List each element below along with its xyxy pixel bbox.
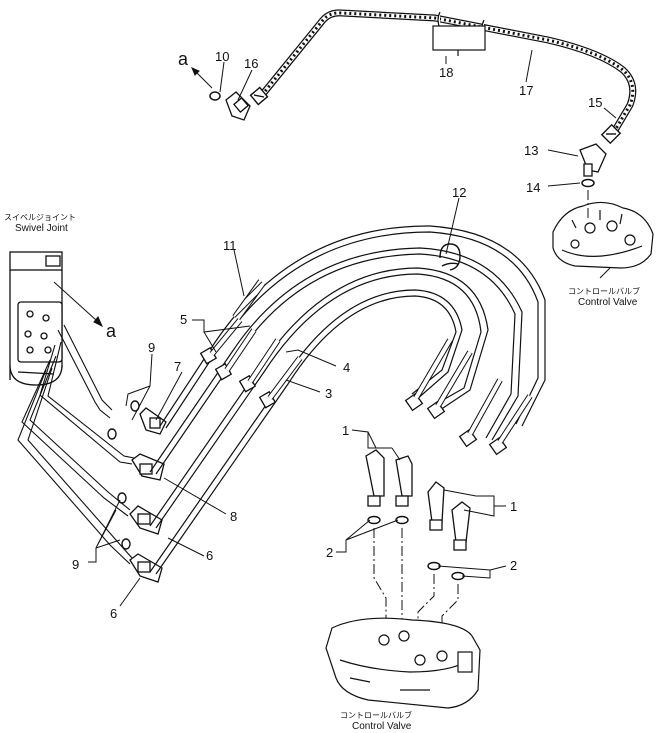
- callout-13: 13: [524, 143, 539, 158]
- elbow-fitting-7: [139, 407, 167, 435]
- control-valve-bottom-label-jp: コントロールバルブ: [340, 711, 412, 720]
- hose-top-fitting-left: [249, 86, 269, 106]
- control-valve-top-label-en: Control Valve: [578, 297, 638, 308]
- hose-11-braided: [232, 279, 266, 321]
- callout-9-lower: 9: [72, 557, 80, 572]
- callout-11: 11: [223, 238, 237, 253]
- callout-1-right: 1: [510, 499, 518, 514]
- hose-end-fittings-left: [199, 318, 303, 409]
- hose-17-top: [259, 9, 637, 134]
- arrow-to-a-left: [53, 281, 104, 328]
- callout-6-upper: 6: [206, 548, 214, 563]
- callout-16: 16: [244, 56, 259, 71]
- callout-14: 14: [526, 180, 541, 195]
- callout-2-left: 2: [326, 545, 334, 560]
- swivel-joint-label-en: Swivel Joint: [15, 223, 68, 234]
- elbow-fitting-6-upper: [129, 505, 163, 535]
- reference-a-left: a: [106, 321, 117, 341]
- elbow-fitting-13: [579, 143, 607, 177]
- swivel-joint-label-jp: スイベルジョイント: [4, 213, 76, 222]
- connection-lines: [373, 190, 589, 652]
- elbow-fittings-1-right: [427, 481, 471, 551]
- hose-end-fittings-right: [404, 392, 508, 456]
- callout-12: 12: [452, 185, 467, 200]
- callout-1-left: 1: [342, 423, 350, 438]
- callout-15: 15: [588, 95, 603, 110]
- callout-5: 5: [180, 312, 188, 327]
- leader-lines: [88, 49, 617, 607]
- reference-a-top: a: [178, 49, 189, 69]
- o-ring-9c: [117, 492, 127, 504]
- clamp-18: [432, 11, 486, 56]
- o-ring-9d: [121, 538, 131, 550]
- hose-sleeves-right-inner: [414, 338, 532, 444]
- o-ring-14: [581, 178, 595, 188]
- elbow-fittings-1-left: [365, 449, 413, 507]
- callout-9-upper: 9: [148, 340, 156, 355]
- callout-10: 10: [215, 49, 230, 64]
- callout-3: 3: [325, 386, 333, 401]
- control-valve-top-label-jp: コントロールバルブ: [568, 287, 640, 296]
- callout-17: 17: [519, 83, 534, 98]
- callout-7: 7: [174, 359, 182, 374]
- arrow-to-a-top: [191, 67, 213, 89]
- control-valve-bottom: [325, 617, 481, 709]
- control-valve-bottom-label-en: Control Valve: [352, 721, 412, 732]
- o-ring-9b: [107, 428, 117, 440]
- callout-4: 4: [343, 360, 351, 375]
- clamp-12: [439, 243, 461, 271]
- hose-top-fitting-right: [600, 123, 622, 145]
- elbow-fitting-16: [225, 91, 251, 121]
- o-ring-10: [209, 91, 221, 101]
- callout-18: 18: [439, 65, 454, 80]
- callout-2-right: 2: [510, 558, 518, 573]
- control-valve-top: [552, 201, 654, 269]
- callout-8: 8: [230, 509, 238, 524]
- callout-6-lower: 6: [110, 606, 118, 621]
- swivel-joint: [9, 251, 63, 386]
- elbow-fitting-6-lower: [129, 553, 163, 583]
